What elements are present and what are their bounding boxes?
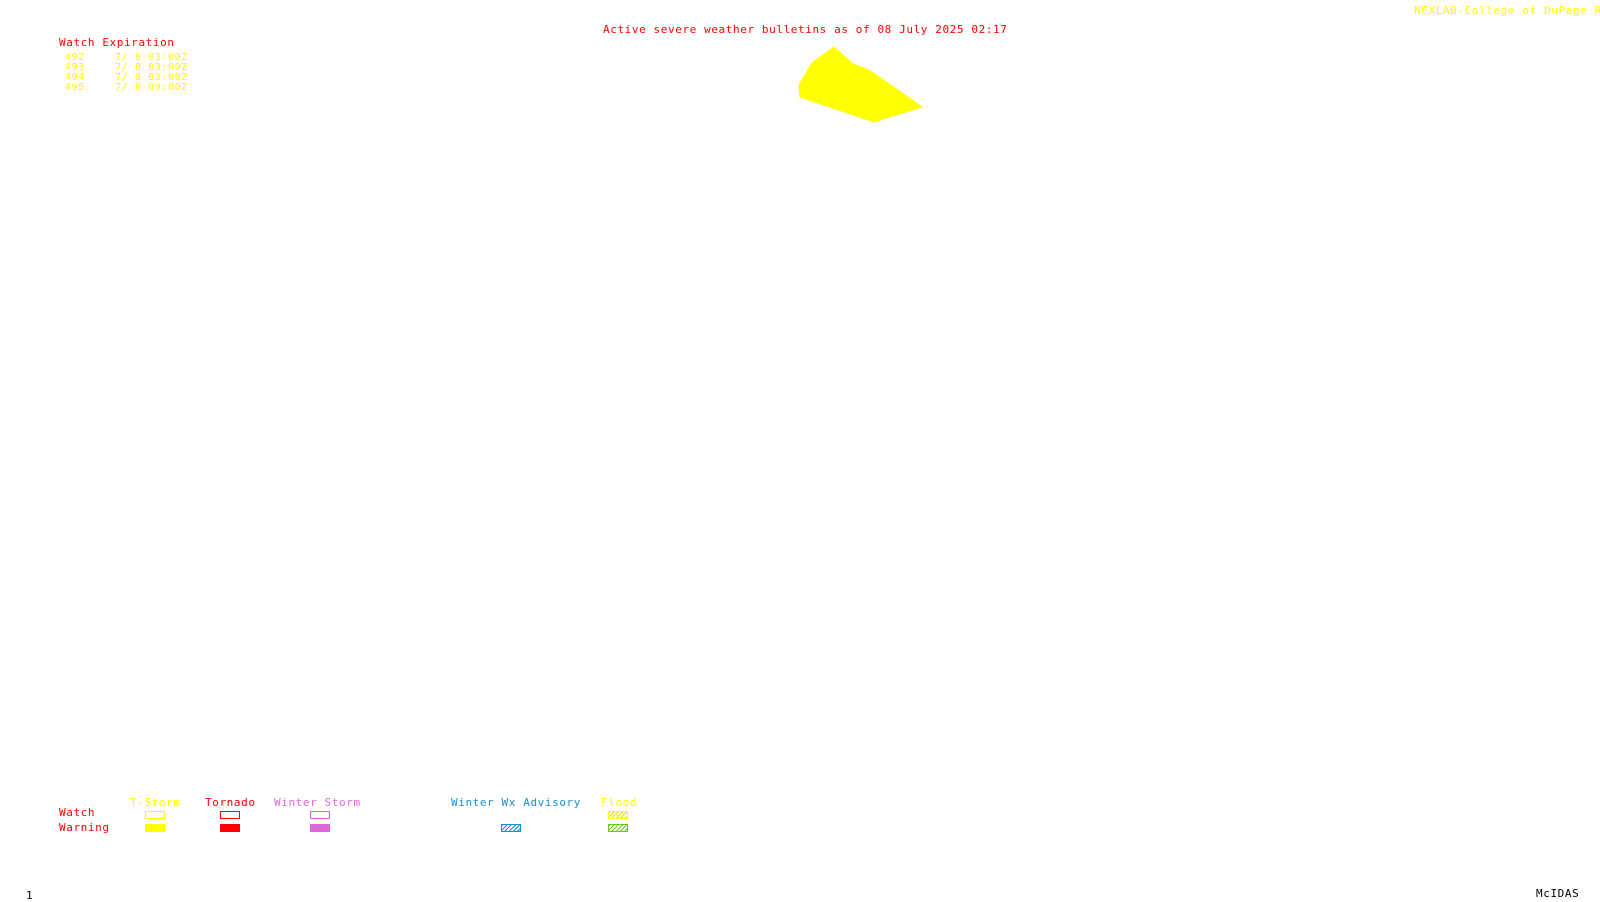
legend-tornado-label: Tornado [205,796,256,809]
tstorm-watch-swatch [145,811,165,819]
watch-expiration-list: 492 7/ 8 03:00Z 493 7/ 8 03:00Z 494 7/ 8 03… [65,53,188,93]
credit-label: NEXLAB-College of DuPage R [1414,4,1600,17]
tstorm-watch-polygon [798,46,924,123]
watch-expiration-row: 494 7/ 8 03:00Z [65,73,188,83]
watch-expiration-row: 493 7/ 8 03:00Z [65,63,188,73]
watch-expires: 7/ 8 09:00Z [115,82,188,93]
watch-number: 492 [65,52,85,63]
watch-expires: 7/ 8 03:00Z [115,52,188,63]
flood-watch-swatch [608,811,628,819]
bulletin-title: Active severe weather bulletins as of 08… [603,23,1008,36]
watch-number: 493 [65,62,85,73]
tstorm-warning-swatch [145,824,165,832]
flood-warning-swatch [608,824,628,832]
winter-storm-warning-swatch [310,824,330,832]
legend-tstorm-label: T-Storm [130,796,181,809]
watch-number: 494 [65,72,85,83]
legend-warning-label: Warning [59,821,110,834]
legend-winter-advisory-label: Winter Wx Advisory [451,796,582,809]
tornado-warning-swatch [220,824,240,832]
tornado-watch-swatch [220,811,240,819]
software-label: McIDAS [1536,887,1580,900]
winter-storm-watch-swatch [310,811,330,819]
legend-watch-label: Watch [59,806,96,819]
watch-expires: 7/ 8 03:00Z [115,72,188,83]
legend-flood-label: Flood [601,796,638,809]
winter-advisory-swatch [501,824,521,832]
watch-expires: 7/ 8 03:00Z [115,62,188,73]
legend-winter-storm-label: Winter Storm [274,796,361,809]
watch-expiration-heading: Watch Expiration [59,36,175,49]
watch-number: 495 [65,82,85,93]
watch-expiration-row: 492 7/ 8 03:00Z [65,53,188,63]
frame-number: 1 [26,889,34,902]
watch-expiration-row: 495 7/ 8 09:00Z [65,83,188,93]
